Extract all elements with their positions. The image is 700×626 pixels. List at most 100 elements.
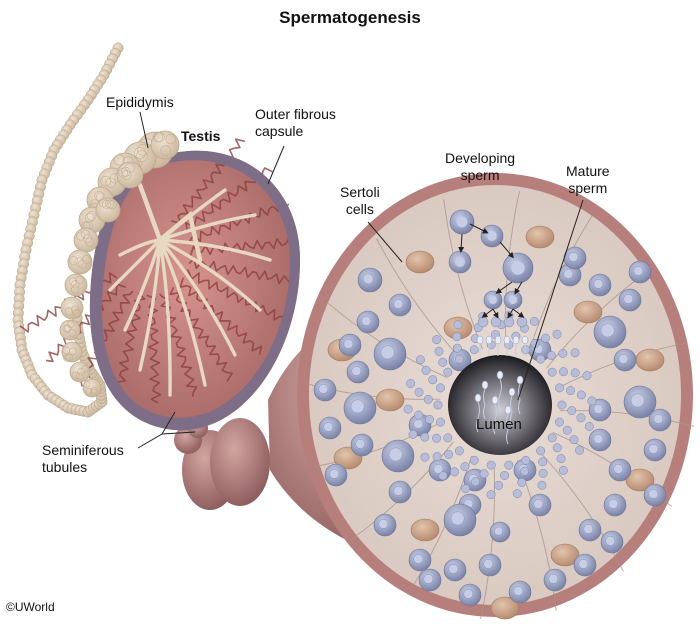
spermatid	[570, 348, 580, 358]
sperm-head	[516, 375, 524, 385]
sperm-tail	[498, 378, 502, 410]
testis-lobule	[112, 292, 146, 401]
spermatid	[425, 414, 434, 424]
leader-seminiferous-2	[161, 431, 196, 435]
spermatid	[438, 357, 448, 367]
epididymis-coil	[113, 154, 125, 166]
germ-cell-nucleus	[393, 486, 404, 496]
spermatid	[500, 470, 509, 480]
diagram-title: Spermatogenesis	[279, 8, 421, 27]
germ-cell-nucleus	[448, 564, 459, 574]
membrane-line	[537, 449, 624, 572]
spermatid	[452, 332, 462, 342]
spermatid	[558, 348, 568, 358]
epididymis-coil	[77, 367, 85, 376]
developing-sperm-sequence	[448, 209, 534, 356]
epididymis-coil	[80, 229, 90, 239]
membrane-line	[376, 238, 463, 361]
spermatid	[582, 371, 592, 381]
spermatid-cell	[490, 316, 502, 328]
spermatid	[536, 446, 546, 456]
label-sertoli-line1: Sertoli	[340, 184, 380, 200]
sertoli-nucleus	[410, 518, 440, 542]
epididymis-coil	[80, 365, 89, 373]
germ-cell-nucleus	[633, 266, 644, 276]
epididymis	[59, 130, 180, 398]
germ-cell-nucleus	[362, 273, 374, 285]
spermatid	[450, 467, 459, 477]
germ-cell-nucleus	[318, 384, 329, 394]
epididymis-coil	[75, 372, 84, 381]
epididymis-coil	[82, 254, 92, 264]
testis-septum	[118, 238, 162, 257]
spermatid	[428, 375, 438, 385]
epididymis-coil	[66, 320, 75, 329]
spermatid	[494, 480, 504, 490]
spermatid	[408, 429, 418, 439]
spermatid-chains	[403, 310, 597, 500]
sequence-arrow	[495, 281, 513, 294]
sequence-arrow	[458, 233, 465, 253]
germ-cell-nucleus	[613, 464, 624, 474]
germ-cell-nucleus	[423, 574, 434, 584]
spermatid	[436, 417, 445, 427]
sperm-tail	[506, 413, 509, 445]
epididymis-coil	[152, 131, 164, 143]
testis-lobule	[179, 277, 263, 355]
germ-cell-nucleus	[463, 589, 474, 599]
epididymis-coil	[63, 354, 71, 362]
germ-cell-nucleus	[593, 279, 604, 289]
spermatid	[559, 367, 568, 377]
label-developing-line2: sperm	[460, 167, 500, 183]
spermatid	[423, 394, 433, 404]
epididymis-lobe	[67, 249, 93, 275]
testis-septum	[158, 238, 272, 262]
spermatid	[414, 410, 424, 420]
spermatid	[469, 345, 479, 355]
spermatid	[433, 400, 443, 410]
spermatid	[562, 425, 572, 435]
testis-septum	[138, 238, 162, 372]
testis-lobules	[19, 138, 300, 431]
germ-cell-nucleus	[608, 499, 619, 509]
testis-lobule	[45, 283, 126, 363]
epididymis-lobe	[116, 161, 144, 189]
testis-lobule	[189, 237, 298, 257]
germ-cell-nucleus	[593, 434, 604, 444]
elongating-spermatid	[476, 335, 484, 345]
label-developing-line1: Developing	[445, 150, 516, 166]
epididymis-coil	[68, 277, 78, 286]
epididymis-coil	[85, 237, 95, 247]
spermatid	[406, 379, 416, 389]
testis	[19, 138, 300, 431]
label-testis: Testis	[181, 128, 221, 144]
sperm-head	[491, 395, 499, 405]
spermatid	[537, 480, 547, 490]
sperm-head	[474, 393, 482, 403]
germ-cell-nucleus	[483, 559, 494, 569]
germ-cell-nucleus	[578, 559, 589, 569]
label-mature-sperm: Mature sperm	[566, 163, 610, 197]
spermatid	[434, 346, 444, 356]
epididymis-coil	[64, 307, 74, 316]
spermatid	[547, 367, 557, 377]
sertoli-nucleus	[550, 543, 580, 567]
epididymis-coil	[62, 324, 71, 333]
epididymis-coil	[165, 133, 176, 145]
sertoli-cell-nuclei	[327, 225, 665, 620]
sertoli-nucleus	[635, 348, 665, 372]
germ-cell-nucleus	[548, 574, 559, 584]
spermatid	[546, 351, 556, 360]
label-developing-sperm: Developing sperm	[445, 150, 515, 184]
label-sertoli-cells: Sertoli cells	[340, 184, 380, 218]
epididymis-lobe	[69, 361, 91, 383]
label-outer-capsule: Outer fibrous capsule	[255, 106, 336, 140]
lumen	[448, 355, 552, 455]
germ-cell-nucleus	[329, 469, 340, 479]
spermatid	[512, 489, 522, 499]
sequence-arrow	[499, 241, 514, 259]
germ-cell-nucleus	[393, 299, 404, 309]
spermatid	[538, 468, 548, 478]
